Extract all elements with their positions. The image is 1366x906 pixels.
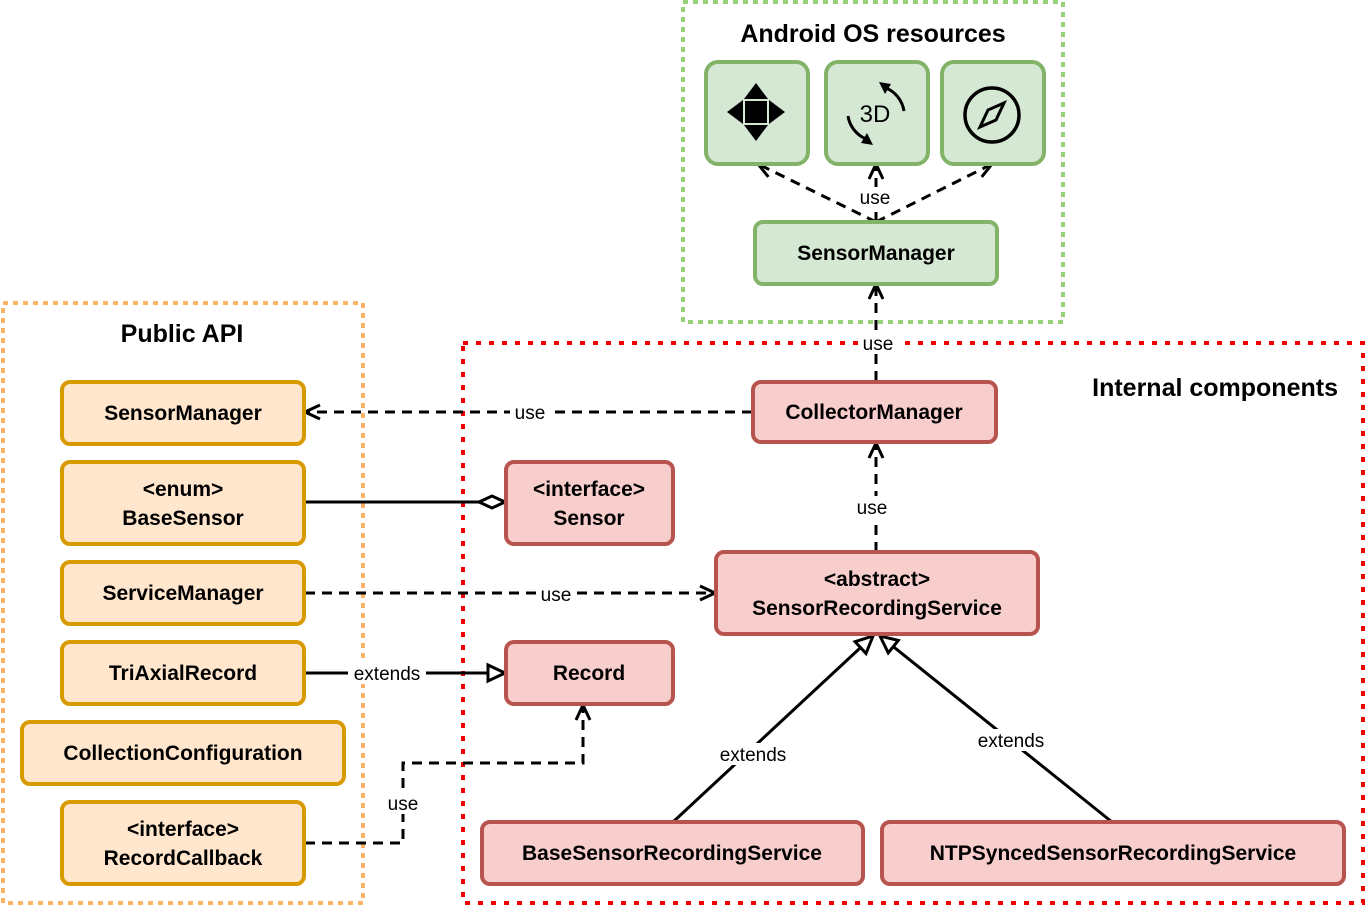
extends-arrow-base-to-recording-service [671,636,873,824]
sensor-icon-tiles: 3D [704,60,1046,166]
compass-icon [963,86,1021,144]
rotate-3d-icon-label: 3D [860,101,891,128]
box-sensor-recording-service-label: SensorRecordingService [752,597,1002,620]
box-sensor-recording-service[interactable]: <abstract> SensorRecordingService [714,550,1040,636]
box-sensor-interface[interactable]: <interface> Sensor [504,460,675,546]
public-api-title: Public API [121,320,244,348]
edge-label-collector-to-os-use: use [863,334,894,355]
box-base-sensor-label: BaseSensor [122,507,243,530]
box-service-manager-label: ServiceManager [102,582,263,605]
box-api-sensor-manager[interactable]: SensorManager [60,380,306,446]
box-tri-axial-record-label: TriAxialRecord [109,662,257,685]
box-collection-configuration-label: CollectionConfiguration [63,742,302,765]
box-base-sensor-stereotype: <enum> [143,478,224,501]
box-record[interactable]: Record [504,640,675,706]
move-arrows-icon [727,83,785,141]
edge-label-service-manager-use: use [541,585,572,606]
box-tri-axial-record[interactable]: TriAxialRecord [60,640,306,706]
edge-labels: use use use use use extends use extends … [348,187,1051,815]
internal-components-title: Internal components [1092,374,1338,402]
box-sensor-recording-service-stereotype: <abstract> [824,568,930,591]
box-ntp-synced-sensor-recording-service-label: NTPSyncedSensorRecordingService [930,842,1296,865]
edge-label-callback-use: use [388,794,419,815]
public-api-group [1,301,365,905]
box-os-sensor-manager-label: SensorManager [797,242,955,265]
android-os-resources-title: Android OS resources [740,20,1005,48]
magnetometer-tile [940,60,1046,166]
internal-components-group [461,341,1365,905]
use-arrow-to-move-icon [758,164,877,224]
use-arrow-callback-to-record [305,705,583,845]
box-sensor-interface-label: Sensor [553,507,624,530]
edge-label-service-to-collector-use: use [857,498,888,519]
box-collection-configuration[interactable]: CollectionConfiguration [20,720,346,786]
box-record-label: Record [553,662,625,685]
box-os-sensor-manager[interactable]: SensorManager [753,220,999,286]
edge-label-tri-axial-extends: extends [354,664,421,685]
box-base-sensor-recording-service[interactable]: BaseSensorRecordingService [480,820,865,886]
use-arrow-to-compass-icon [875,164,992,224]
gyroscope-tile [824,60,930,166]
edge-label-base-extends: extends [720,745,787,766]
box-record-callback-label: RecordCallback [104,847,263,870]
rotate-3d-icon: 3D [846,82,906,145]
box-collector-manager-label: CollectorManager [785,401,962,424]
box-collector-manager[interactable]: CollectorManager [751,380,998,444]
edge-label-ntp-extends: extends [978,731,1045,752]
box-service-manager[interactable]: ServiceManager [60,560,306,626]
box-ntp-synced-sensor-recording-service[interactable]: NTPSyncedSensorRecordingService [880,820,1346,886]
box-record-callback[interactable]: <interface> RecordCallback [60,800,306,886]
box-base-sensor-recording-service-label: BaseSensorRecordingService [522,842,822,865]
box-base-sensor[interactable]: <enum> BaseSensor [60,460,306,546]
box-api-sensor-manager-label: SensorManager [104,402,262,425]
box-record-callback-stereotype: <interface> [127,818,239,841]
box-sensor-interface-stereotype: <interface> [533,478,645,501]
edge-label-collector-to-api-use: use [515,403,546,424]
edge-label-os-use: use [860,188,891,209]
android-os-resources-group [681,0,1065,324]
